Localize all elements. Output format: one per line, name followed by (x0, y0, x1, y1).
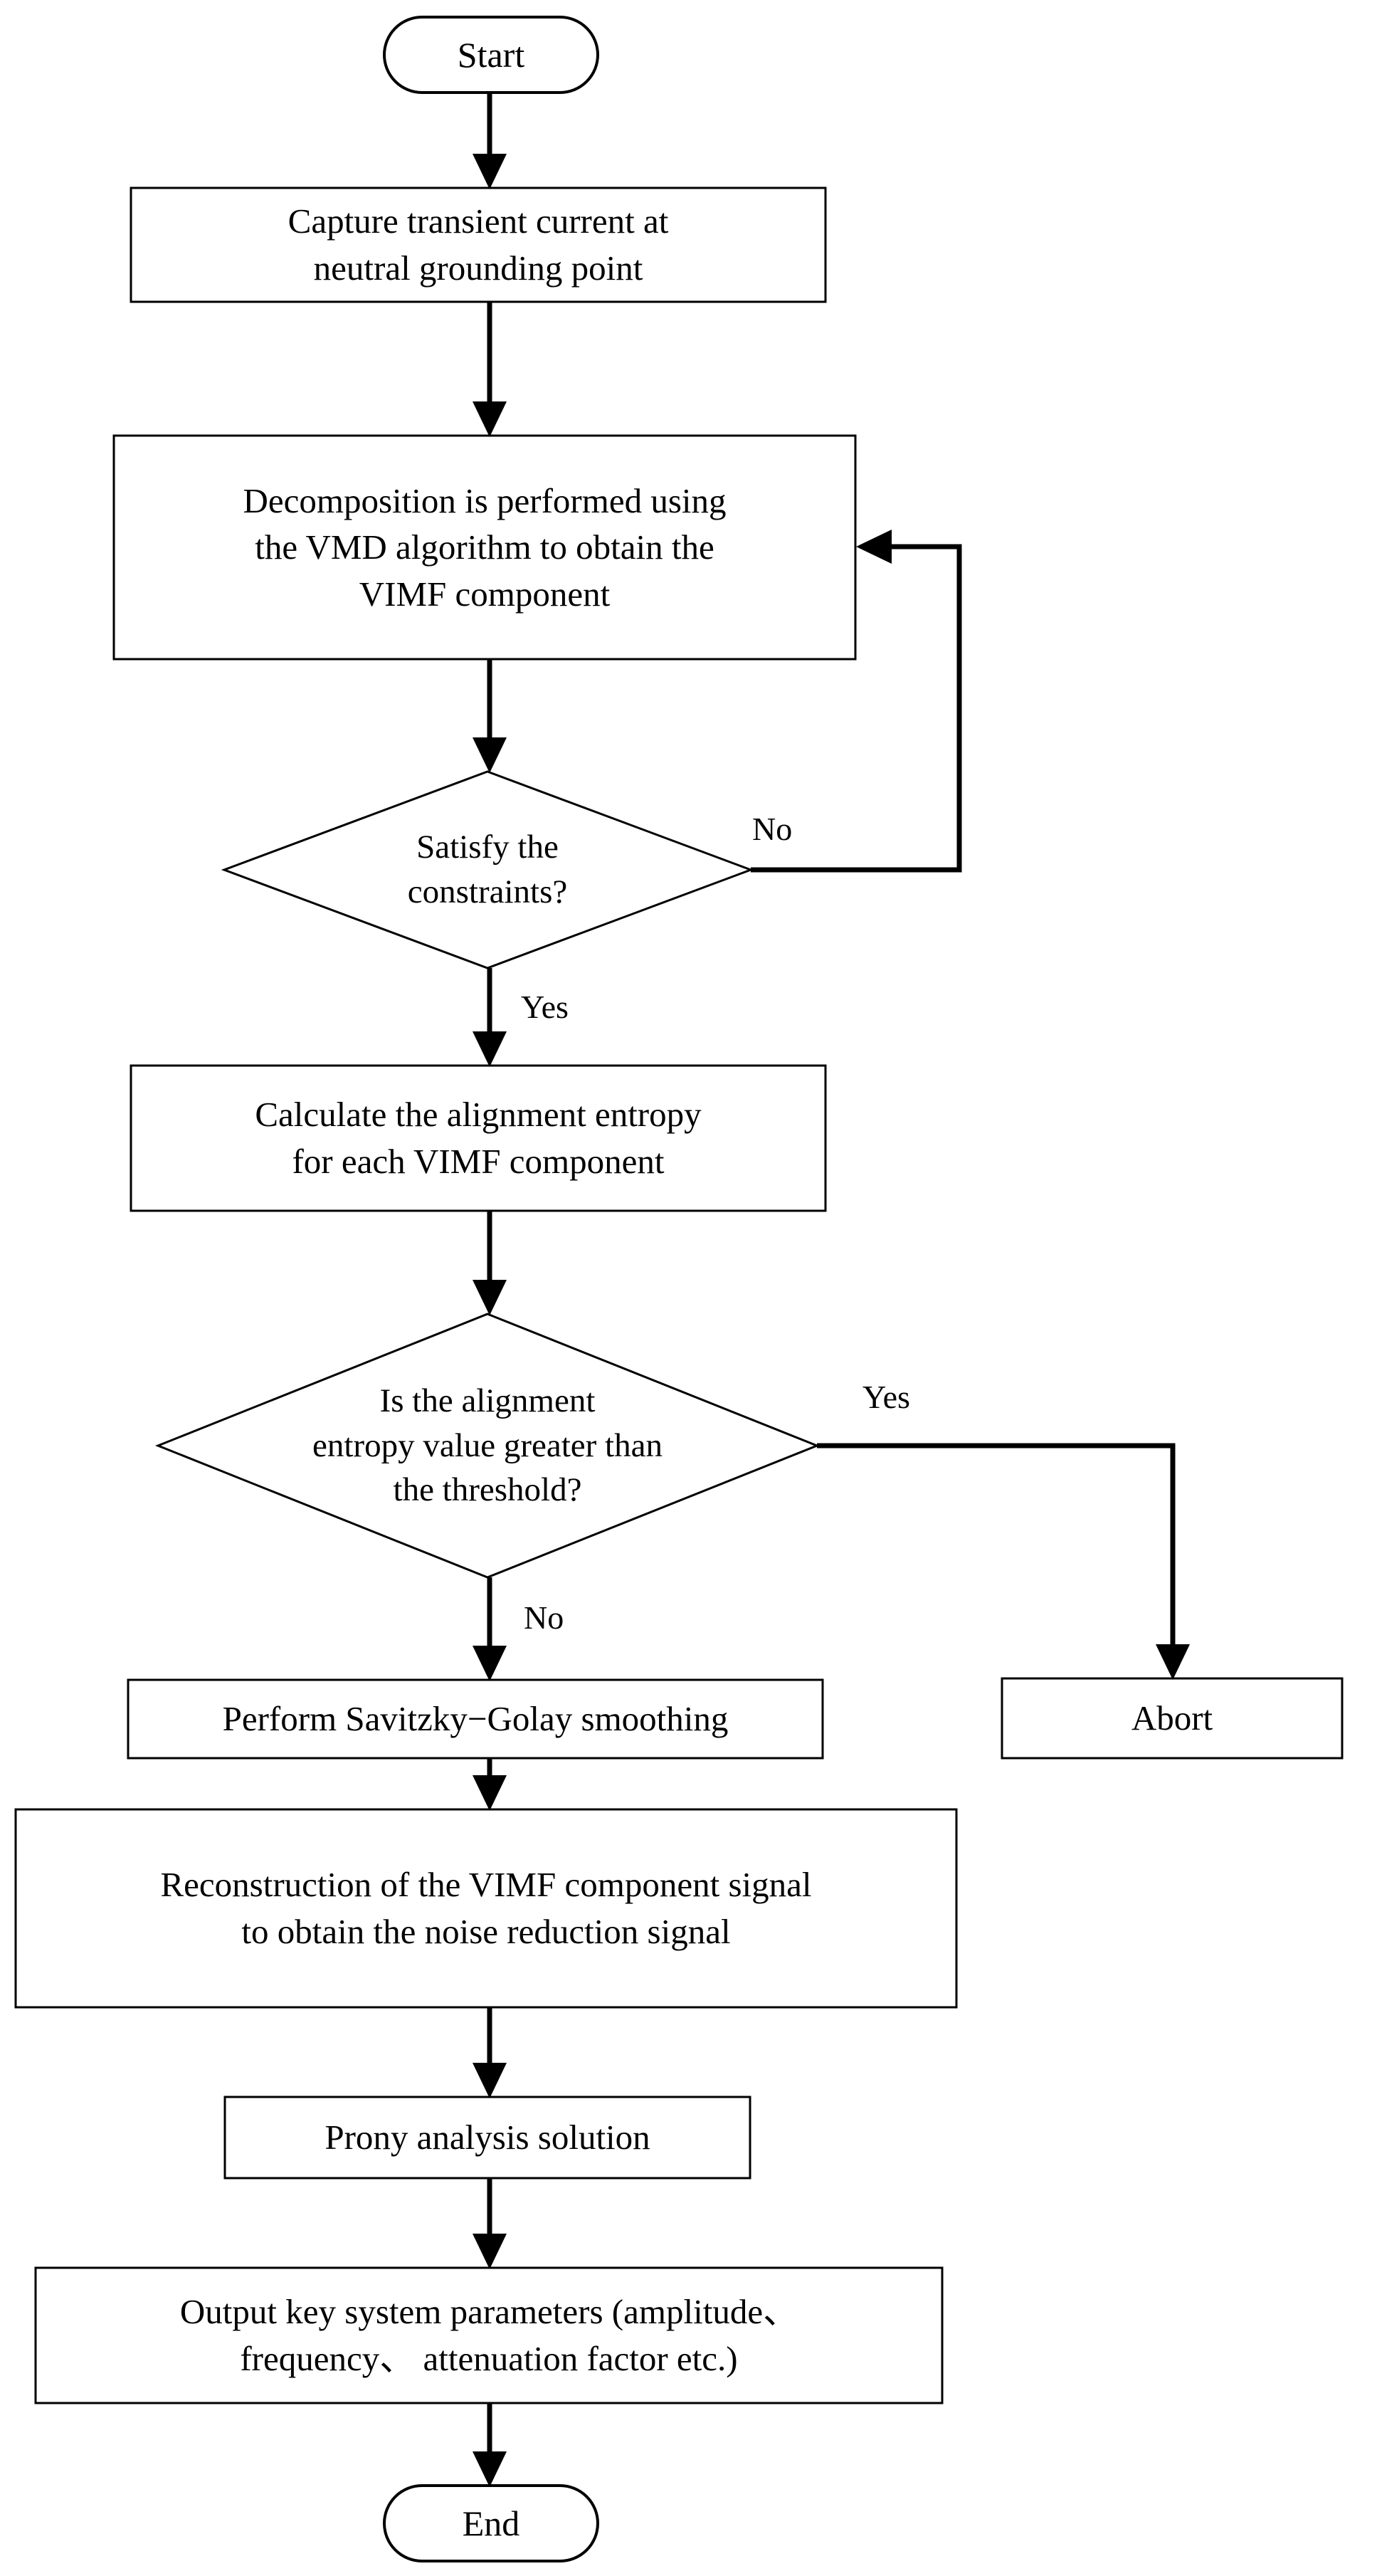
node-shape-output[interactable] (34, 2266, 944, 2404)
edge-threshold-yes-to-abort (817, 1443, 1176, 1661)
arrowhead-smoothing-to-reconstruction (473, 1775, 507, 1811)
arrowhead-output-to-end (473, 2451, 507, 2487)
edge-label-constraints-no: No (752, 811, 793, 847)
node-shape-prony[interactable] (223, 2096, 751, 2180)
node-shape-start[interactable] (383, 16, 599, 94)
node-shape-smoothing[interactable] (127, 1678, 824, 1760)
arrowhead-reconstruction-to-prony (473, 2063, 507, 2098)
arrowhead-constraints-no-loop (856, 530, 892, 564)
node-shape-vmd[interactable] (112, 434, 857, 661)
arrowhead-threshold-yes-to-abort (1156, 1644, 1190, 1680)
node-shape-end[interactable] (383, 2484, 599, 2562)
edge-label-threshold-no: No (524, 1599, 564, 1636)
arrowhead-start-to-capture (473, 154, 507, 189)
node-shape-constraints[interactable] (221, 770, 754, 969)
edge-label-threshold-yes: Yes (862, 1379, 910, 1415)
arrowhead-threshold-no-to-smoothing (473, 1646, 507, 1681)
edge-constraints-no-loop (751, 544, 962, 873)
edge-label-constraints-yes: Yes (521, 989, 569, 1025)
node-shape-threshold[interactable] (154, 1313, 821, 1579)
node-shape-capture[interactable] (130, 186, 827, 303)
arrowhead-prony-to-output (473, 2234, 507, 2269)
arrowhead-capture-to-vmd (473, 401, 507, 437)
arrowhead-entropy-to-threshold (473, 1280, 507, 1315)
node-shape-entropy[interactable] (130, 1064, 827, 1212)
arrowhead-vmd-to-constraints (473, 737, 507, 773)
node-shape-reconstruction[interactable] (14, 1808, 958, 2009)
node-shape-abort[interactable] (1001, 1677, 1344, 1760)
arrowhead-constraints-to-entropy (473, 1031, 507, 1067)
